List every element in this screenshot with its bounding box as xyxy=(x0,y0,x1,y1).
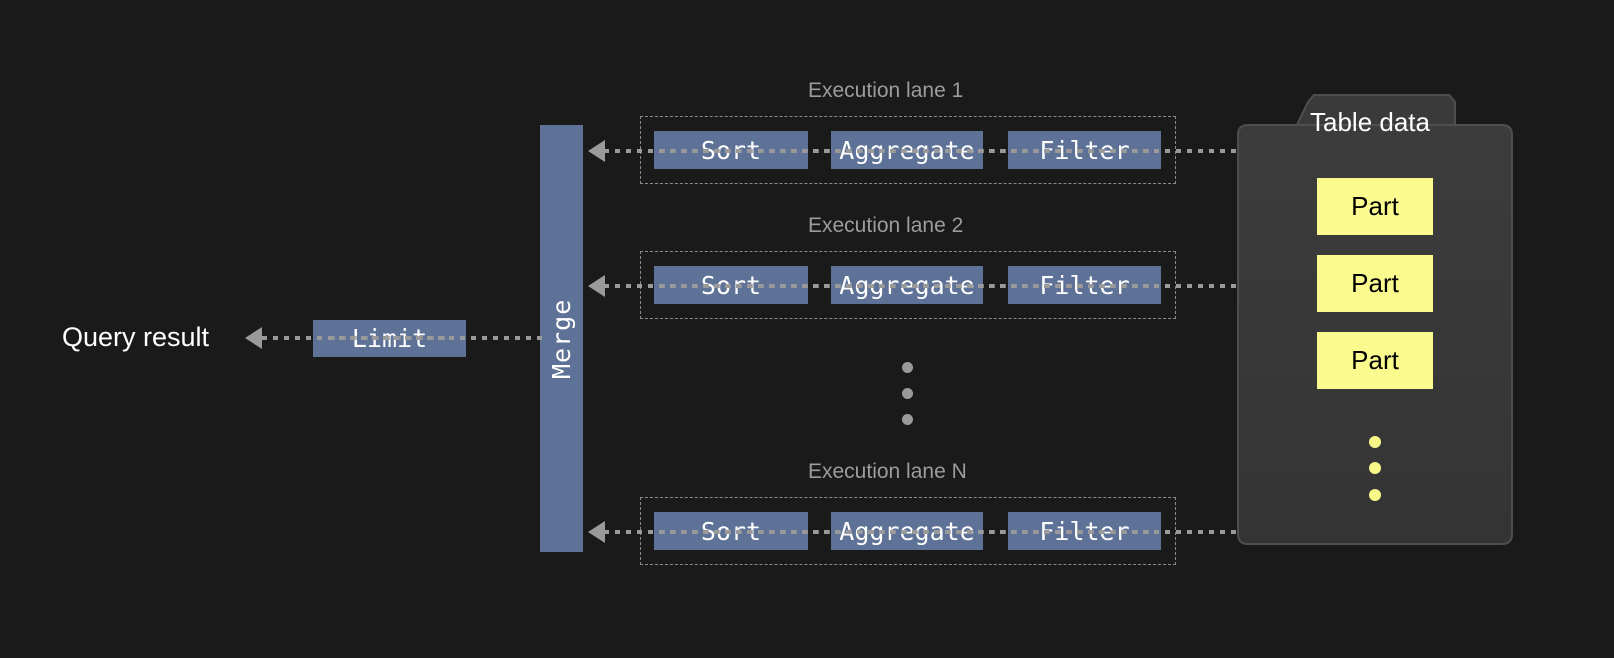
arrow-lane-1-to-merge-icon xyxy=(588,140,605,162)
lane-ellipsis-dot xyxy=(902,362,913,373)
table-data-title: Table data xyxy=(1310,107,1430,137)
connector-lane-1-overlay xyxy=(660,149,1156,153)
query-result-label: Query result xyxy=(62,322,210,352)
arrow-lane-2-to-merge-icon xyxy=(588,275,605,297)
part-label: Part xyxy=(1351,345,1399,375)
part-box[interactable]: Part xyxy=(1317,178,1433,235)
connector-through-limit xyxy=(330,336,450,340)
table-data-folder-shape xyxy=(1237,94,1513,545)
part-box[interactable]: Part xyxy=(1317,332,1433,389)
merge-operator-label: Merge xyxy=(547,298,576,379)
arrow-to-query-result-icon xyxy=(245,327,262,349)
part-ellipsis-dot xyxy=(1369,489,1381,501)
lane-label-1: Execution lane 1 xyxy=(808,79,964,102)
connector-lane-n-overlay xyxy=(660,530,1156,534)
lane-label-2: Execution lane 2 xyxy=(808,214,964,237)
lane-ellipsis-dot xyxy=(902,414,913,425)
merge-operator[interactable]: Merge xyxy=(540,125,583,552)
table-data-panel: Table data Part Part Part xyxy=(1236,93,1514,546)
part-box[interactable]: Part xyxy=(1317,255,1433,312)
lane-ellipsis-dot xyxy=(902,388,913,399)
part-label: Part xyxy=(1351,268,1399,298)
connector-lane-2-overlay xyxy=(660,284,1156,288)
arrow-lane-n-to-merge-icon xyxy=(588,521,605,543)
part-label: Part xyxy=(1351,191,1399,221)
part-ellipsis-dot xyxy=(1369,462,1381,474)
part-ellipsis-dot xyxy=(1369,436,1381,448)
lane-label-n: Execution lane N xyxy=(808,460,967,483)
